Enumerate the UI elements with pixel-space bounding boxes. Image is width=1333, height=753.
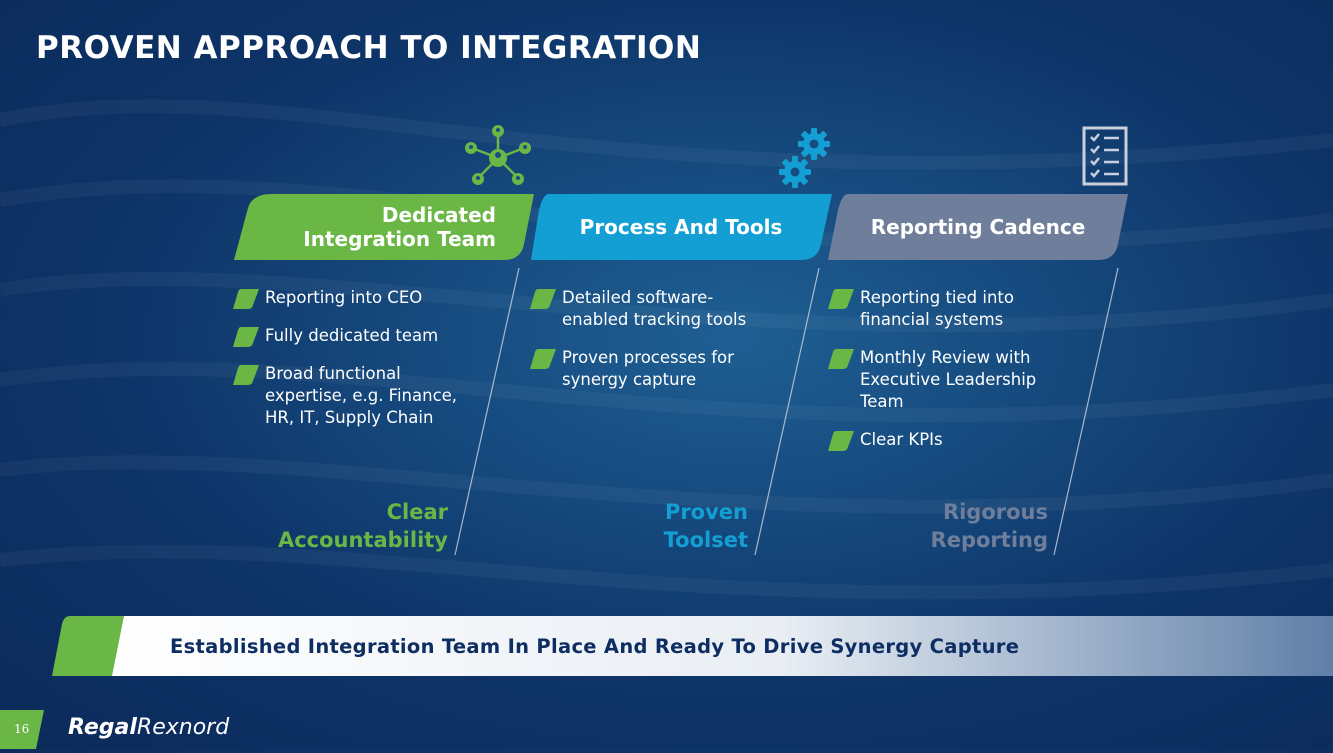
banner-reporting-cadence: Reporting Cadence (828, 194, 1128, 260)
leaf-bullet-icon (233, 327, 259, 347)
integration-team-list: Reporting into CEO Fully dedicated team … (233, 287, 483, 445)
statement-bar (52, 616, 1333, 676)
list-item: Detailed software-enabled tracking tools (530, 287, 775, 331)
leaf-bullet-icon (828, 349, 854, 369)
regal-rexnord-logo: RegalRexnord (68, 715, 230, 740)
outcome-proven-toolset: Proven Toolset (663, 500, 748, 552)
banner-process-tools: Process And Tools (531, 194, 832, 260)
banner-integration-team: Dedicated Integration Team (234, 194, 534, 260)
list-item: Broad functional expertise, e.g. Finance… (233, 363, 483, 429)
leaf-bullet-icon (530, 289, 556, 309)
list-item: Monthly Review with Executive Leadership… (828, 347, 1063, 413)
page-number: 16 (14, 722, 30, 736)
banner-process-tools-label: Process And Tools (579, 215, 783, 239)
list-item: Reporting into CEO (233, 287, 483, 309)
process-tools-list: Detailed software-enabled tracking tools… (530, 287, 775, 407)
leaf-bullet-icon (828, 431, 854, 451)
reporting-cadence-list: Reporting tied into financial systems Mo… (828, 287, 1063, 467)
statement-text: Established Integration Team In Place An… (170, 634, 1020, 658)
leaf-bullet-icon (828, 289, 854, 309)
outcome-clear-accountability: Clear Accountability (277, 500, 448, 552)
list-item: Reporting tied into financial systems (828, 287, 1063, 331)
leaf-bullet-icon (233, 365, 259, 385)
network-people-icon (465, 125, 531, 185)
leaf-bullet-icon (530, 349, 556, 369)
page-title: PROVEN APPROACH TO INTEGRATION (36, 30, 702, 66)
outcome-rigorous-reporting: Rigorous Reporting (930, 500, 1048, 552)
banner-reporting-cadence-label: Reporting Cadence (870, 215, 1086, 239)
page-number-tab: 16 (0, 710, 44, 749)
list-item: Fully dedicated team (233, 325, 483, 347)
checklist-icon (1082, 126, 1128, 186)
list-item: Proven processes for synergy capture (530, 347, 775, 391)
banner-integration-team-label: Dedicated Integration Team (303, 203, 496, 251)
list-item: Clear KPIs (828, 429, 1063, 451)
leaf-bullet-icon (233, 289, 259, 309)
gears-icon (779, 128, 830, 188)
